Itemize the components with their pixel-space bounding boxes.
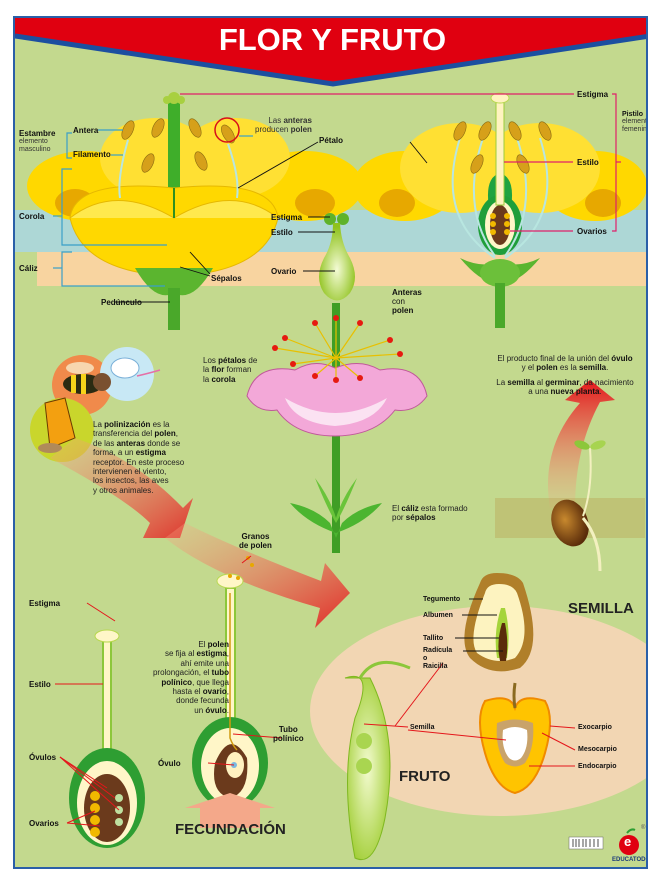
arrow-pollination [50, 438, 193, 538]
fecundacion-line: polínico, que llega [161, 677, 229, 687]
blue-pointers [53, 129, 253, 287]
fecundation-pistil [185, 556, 275, 828]
label-estigma-small: Estigma [271, 213, 303, 222]
label-estigma-large: Estigma [29, 599, 61, 608]
heading-fecundacion: FECUNDACIÓN [175, 821, 286, 838]
fecundacion-line: donde fecunda [176, 696, 229, 706]
label-albumen: Albumen [423, 612, 453, 619]
green-calyx [290, 478, 382, 538]
polinizacion-line: La polinización es la [93, 420, 170, 429]
note-caliz-sepalos: El cáliz esta formado por sépalos [392, 504, 468, 523]
semilla-note-line: La semilla al germinar, da nacimiento [496, 377, 634, 387]
label-corola: Corola [19, 212, 45, 221]
label-caliz: Cáliz [19, 264, 38, 273]
polinizacion-line: intervienen el viento, [93, 467, 167, 477]
label-sepalos: Sépalos [211, 274, 242, 283]
label-estigma-section: Estigma [577, 90, 609, 99]
semilla-note-line: a una nueva planta. [528, 387, 602, 397]
pink-flower [246, 315, 428, 437]
polinizacion-line: y otros animales. [93, 485, 154, 495]
polinizacion-line: receptor. En este proceso [93, 457, 185, 467]
note-petalos-corola: Los pétalos de la flor forman la corola [203, 356, 258, 384]
polinizacion-line: de las anteras donde se [93, 438, 181, 448]
fruit-section [479, 682, 551, 795]
fecundation-arrow [185, 793, 275, 828]
barcode-lines [572, 839, 599, 847]
fecundacion-line: hasta el ovario, [172, 687, 230, 697]
label-estambre: Estambre [19, 129, 56, 138]
flower-section [353, 92, 646, 328]
label-estambre-sub2: masculino [19, 146, 51, 153]
educatodo-logo [619, 828, 639, 855]
illustration-layer [15, 18, 646, 860]
logo-registered: ® [641, 825, 646, 831]
pollinators [30, 347, 161, 462]
red-pointers [55, 555, 576, 827]
seed-section [464, 573, 534, 672]
label-exocarpio: Exocarpio [578, 724, 612, 731]
label-estambre-sub1: elemento [19, 138, 48, 145]
fruit-seed-backdrop [310, 606, 646, 816]
label-endocarpio: Endocarpio [578, 763, 617, 770]
label-antera: Antera [73, 126, 99, 135]
label-estilo-small: Estilo [271, 228, 293, 237]
fecundacion-line: un óvulo. [194, 705, 229, 715]
fecundacion-line: prolongación, el tubo [152, 668, 229, 678]
logo-letter: e [624, 834, 632, 849]
heading-fruto: FRUTO [399, 768, 451, 785]
polinizacion-line: transferencia del polen, [93, 429, 178, 439]
semilla-note-line: y el polen es la semilla. [521, 363, 609, 373]
logo-brand: EDUCATODO [612, 857, 648, 863]
poster-area: FLOR Y FRUTO Estambre elemento masculino… [13, 16, 648, 869]
arrow-fecundation [165, 523, 350, 628]
label-pistilo-sub2: femenino [622, 126, 648, 133]
label-estilo-section: Estilo [577, 158, 599, 167]
label-filamento: Filamento [73, 150, 111, 159]
label-ovarios-large: Ovarios [29, 819, 59, 828]
note-anteras-producen-polen: Las anteras producen polen [255, 116, 312, 134]
fecundacion-line: El polen [198, 640, 229, 649]
label-ovulos-large: Óvulos [29, 753, 57, 762]
label-ovulo: Óvulo [158, 759, 181, 768]
pea-pod [344, 660, 411, 860]
semilla-note-line: El producto final de la unión del óvulo [497, 354, 633, 363]
fecundacion-line: ahí emite una [180, 658, 229, 668]
label-mesocarpio: Mesocarpio [578, 746, 617, 753]
fecundacion-line: se fija al estigma, [164, 649, 229, 659]
label-ovario-small: Ovario [271, 267, 297, 276]
label-ovarios-section: Ovarios [577, 227, 607, 236]
label-pistilo: Pistilo [622, 111, 644, 118]
label-estilo-large: Estilo [29, 680, 51, 689]
label-pistilo-sub1: elemento [622, 118, 648, 125]
flower-external [27, 92, 363, 330]
page-title: FLOR Y FRUTO [218, 22, 447, 57]
heading-semilla: SEMILLA [568, 600, 634, 617]
polinizacion-line: los insectos, las aves [93, 476, 169, 486]
pistil-section [69, 629, 145, 848]
germinating-seed [495, 440, 645, 572]
header-banner [15, 18, 646, 87]
pink-pointers [180, 93, 621, 232]
polinizacion-line: forma, a un estigma [93, 448, 166, 458]
label-pedunculo: Pedúnculo [101, 298, 142, 307]
label-tegumento: Tegumento [423, 596, 461, 603]
black-pointers [115, 141, 428, 303]
label-tallito: Tallito [423, 635, 444, 642]
label-petalo: Pétalo [319, 136, 344, 145]
label-semilla-fruto: Semilla [410, 724, 435, 731]
